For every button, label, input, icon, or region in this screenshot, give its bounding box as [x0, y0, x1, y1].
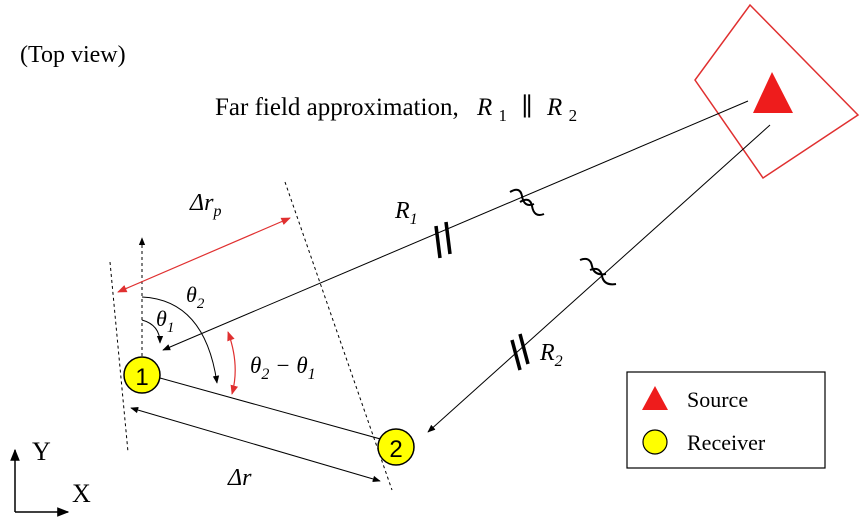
- r2-parallel-mark-a: [510, 339, 522, 371]
- circle-icon: [642, 429, 668, 455]
- source-marker: [753, 72, 793, 113]
- receiver-2: 2: [377, 428, 415, 466]
- theta2-arc: [141, 296, 220, 384]
- receiver-1: 1: [123, 356, 161, 394]
- wavefront-line-1: [109, 261, 129, 453]
- delta-r-label: Δr: [227, 465, 252, 491]
- source-region: [694, 3, 860, 180]
- theta-diff-label: θ2 − θ1: [250, 353, 316, 383]
- receiver-2-label: 2: [389, 436, 402, 463]
- title-r1-sub: 1: [498, 106, 507, 125]
- receiver-1-label: 1: [135, 364, 148, 391]
- title-r2-sub: 2: [569, 106, 578, 125]
- r2-label: R2: [539, 340, 563, 370]
- diagram-title: Far field approximation, R 1 ∥ R 2: [215, 94, 577, 127]
- r1-label: R1: [394, 198, 418, 228]
- theta1-label: θ1: [156, 306, 174, 336]
- r1-break-mark-a: [509, 188, 535, 206]
- receiver-1-marker: [123, 356, 161, 394]
- delta-rp-arrow: [117, 217, 291, 293]
- delta-rp-label: Δrp: [189, 190, 221, 220]
- theta1-arc: [141, 319, 164, 344]
- ray-r1: [162, 100, 749, 351]
- legend: Source Receiver: [626, 371, 826, 469]
- theta2-label: θ2: [186, 282, 205, 312]
- r1-parallel-mark-b: [444, 221, 452, 255]
- triangle-icon: [642, 386, 668, 410]
- wavefront-line-2: [284, 181, 393, 491]
- ray-r2: [427, 124, 771, 433]
- r1-parallel-mark-a: [434, 225, 442, 259]
- title-prefix: Far field approximation,: [215, 94, 459, 121]
- delta-r-arrow: [130, 406, 381, 483]
- x-axis-label: X: [72, 479, 91, 508]
- receiver-baseline: [159, 377, 385, 441]
- theta-diff-arc: [227, 331, 238, 395]
- title-r1: R: [476, 94, 492, 121]
- legend-source-label: Source: [687, 387, 748, 412]
- legend-receiver-label: Receiver: [687, 430, 766, 455]
- r2-parallel-mark-b: [518, 333, 530, 365]
- y-axis-label: Y: [32, 437, 51, 466]
- title-r2: R: [546, 94, 562, 121]
- r2-break-mark-a: [579, 257, 607, 276]
- receiver-2-marker: [377, 428, 415, 466]
- view-label: (Top view): [20, 42, 126, 68]
- r2-break-mark-b: [589, 267, 617, 286]
- r1-break-mark-b: [519, 198, 545, 216]
- title-parallel: ∥: [521, 94, 533, 121]
